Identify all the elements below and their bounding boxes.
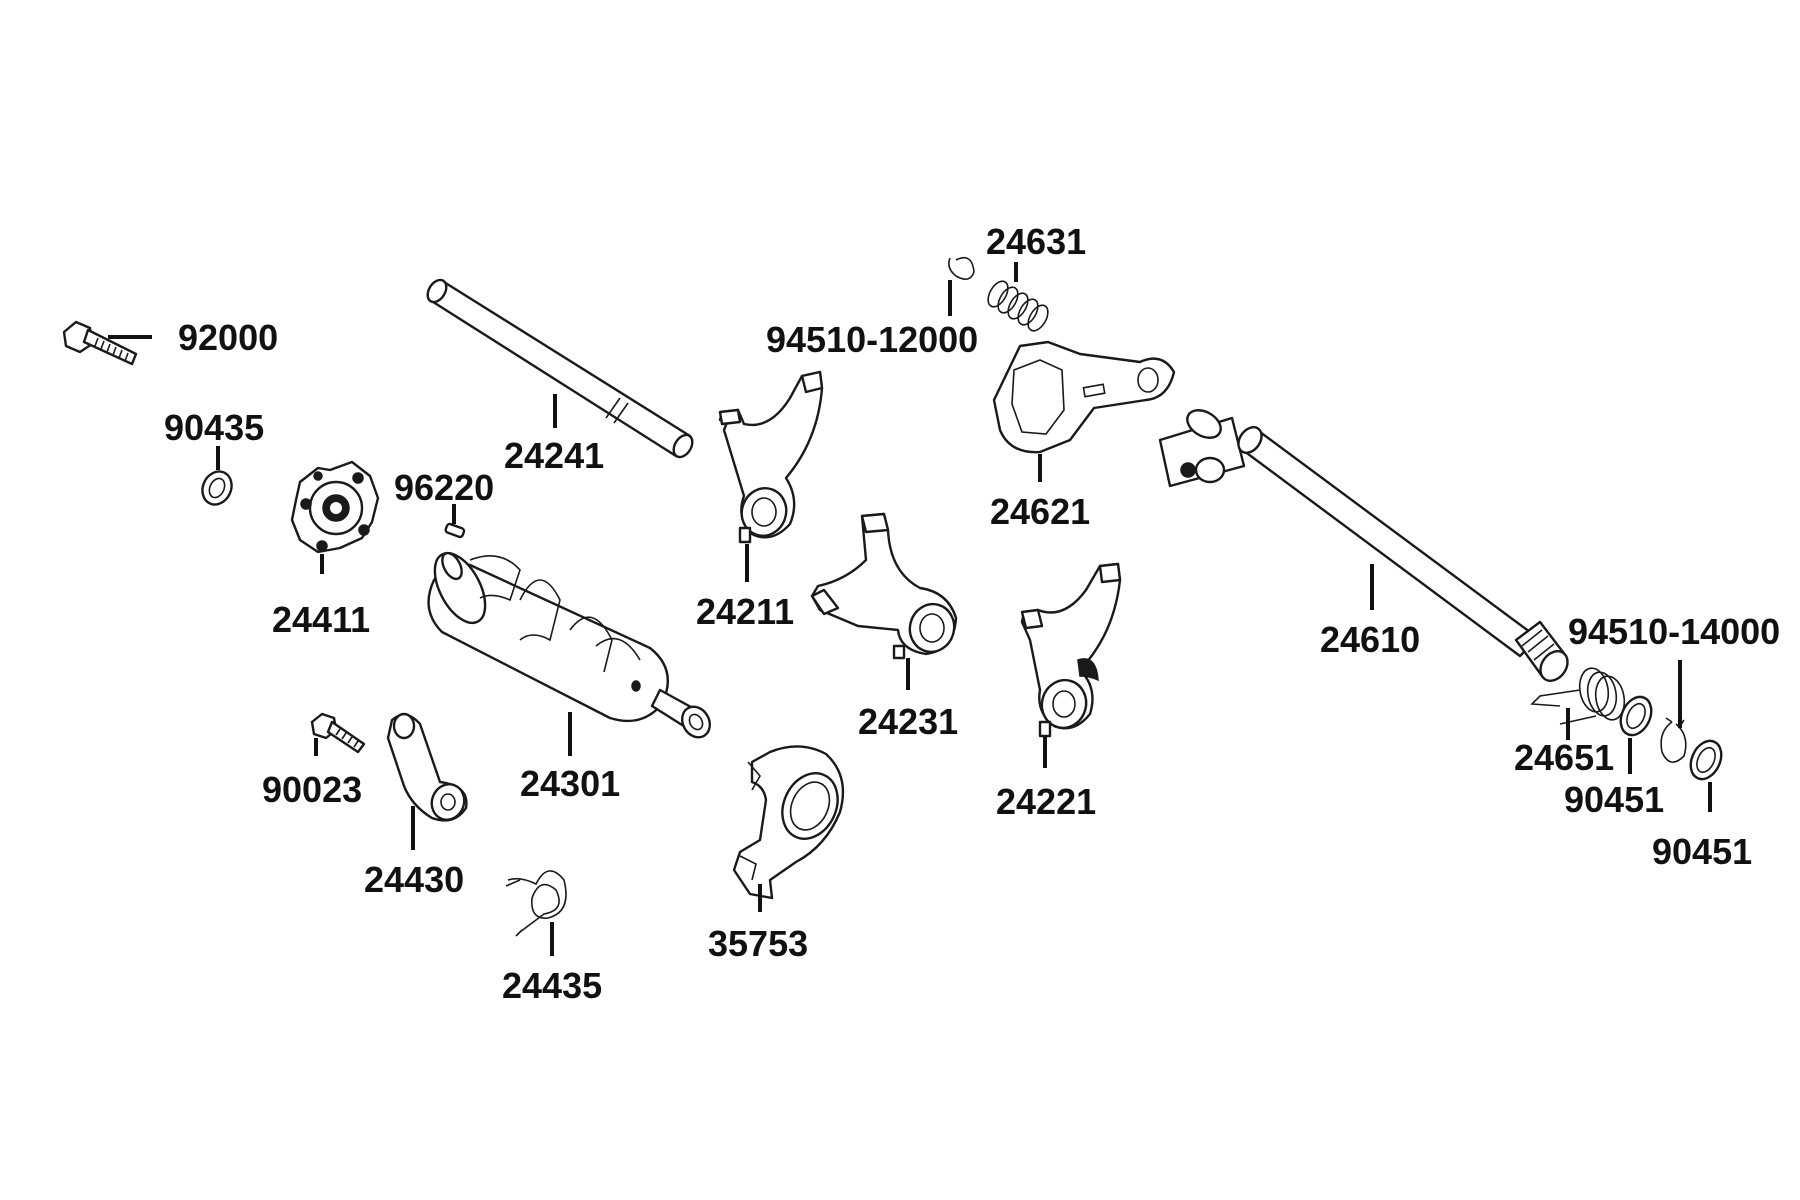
part-labels: 92000 90435 24411 96220 24241 24301 9002…	[164, 221, 1780, 1006]
circlip-94510-14000-drawing	[1660, 717, 1687, 763]
label-90435: 90435	[164, 407, 264, 448]
drum-24301-drawing	[427, 551, 712, 739]
label-35753: 35753	[708, 923, 808, 964]
fork-24211-drawing	[718, 370, 824, 544]
label-24610: 24610	[1320, 619, 1420, 660]
plate-24411-drawing	[290, 460, 380, 554]
label-24211: 24211	[696, 591, 794, 632]
label-90451-b: 90451	[1652, 831, 1752, 872]
label-96220: 96220	[394, 467, 494, 508]
fork-24221-drawing	[1020, 562, 1122, 738]
circlip-94510-12000-drawing	[948, 256, 975, 280]
label-24435: 24435	[502, 965, 602, 1006]
label-90023: 90023	[262, 769, 362, 810]
plate-35753-drawing	[732, 745, 845, 900]
label-24651: 24651	[1514, 737, 1614, 778]
label-24621: 24621	[990, 491, 1090, 532]
shaft-24610-drawing	[1158, 409, 1569, 682]
label-24430: 24430	[364, 859, 464, 900]
bolt-90023-drawing	[310, 712, 366, 754]
bolt-92000-drawing	[62, 320, 138, 366]
plate-24621-drawing	[992, 340, 1176, 454]
fork-24231-drawing	[810, 512, 958, 660]
label-24221: 24221	[996, 781, 1096, 822]
spring-24435-drawing	[505, 870, 567, 937]
spring-24631-drawing	[987, 280, 1049, 332]
arm-24430-drawing	[386, 712, 468, 822]
label-90451-a: 90451	[1564, 779, 1664, 820]
label-24301: 24301	[520, 763, 620, 804]
label-92000: 92000	[178, 317, 278, 358]
label-24631: 24631	[986, 221, 1086, 262]
washer-90435-drawing	[201, 470, 233, 506]
label-24231: 24231	[858, 701, 958, 742]
label-24411: 24411	[272, 599, 370, 640]
label-24241: 24241	[504, 435, 604, 476]
label-94510-12000: 94510-12000	[766, 319, 978, 360]
washer-90451-a-drawing	[1619, 695, 1653, 737]
pin-96220-drawing	[444, 522, 466, 539]
spring-24651-drawing	[1530, 667, 1626, 725]
leader-lines	[108, 262, 1712, 956]
label-94510-14000: 94510-14000	[1568, 611, 1780, 652]
washer-90451-b-drawing	[1689, 739, 1723, 781]
shaft-24241-drawing	[426, 278, 694, 459]
